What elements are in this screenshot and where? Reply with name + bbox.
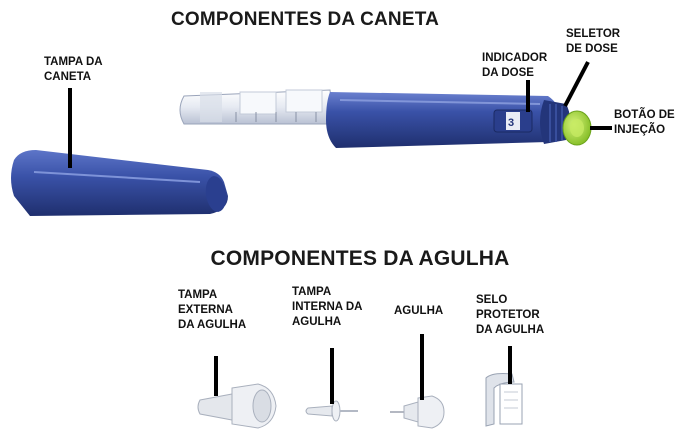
- dose-selector-ring: [540, 100, 570, 144]
- injection-button: [562, 110, 592, 146]
- inner-needle-cap: [305, 400, 358, 422]
- pen-components-title: COMPONENTES DA CANETA: [170, 9, 440, 30]
- needle-protective-seal: [485, 373, 523, 427]
- pen-body: [326, 92, 560, 148]
- dose-indicator-window: 3: [493, 109, 533, 133]
- pen-cartridge-window: [179, 89, 335, 125]
- label-needle: AGULHA: [394, 305, 444, 317]
- dose-selector-pointer: [563, 61, 590, 107]
- pen-cap: [11, 150, 228, 216]
- label-outer-needle-cap: TAMPA EXTERNA DA AGULHA: [178, 289, 247, 331]
- label-needle-seal: SELO PROTETOR DA AGULHA: [476, 294, 545, 336]
- label-injection-button: BOTÃO DE INJEÇÃO: [614, 109, 675, 136]
- needle: [390, 395, 445, 429]
- label-pen-cap: TAMPA DA CANETA: [44, 56, 103, 83]
- dose-digit: 3: [508, 117, 514, 129]
- label-dose-indicator: INDICADOR DA DOSE: [482, 52, 548, 79]
- needle-components-title: COMPONENTES DA AGULHA: [210, 247, 510, 270]
- label-inner-needle-cap: TAMPA INTERNA DA AGULHA: [292, 286, 363, 328]
- label-dose-selector: SELETOR DE DOSE: [566, 28, 621, 55]
- outer-needle-cap: [197, 383, 277, 429]
